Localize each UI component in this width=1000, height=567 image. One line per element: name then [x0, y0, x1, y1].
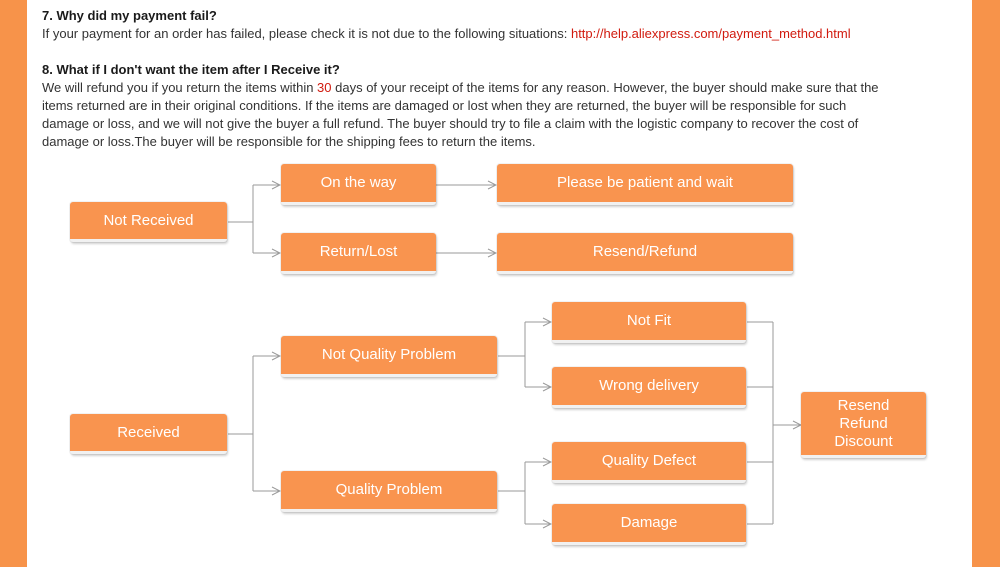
node-label: Resend/Refund — [592, 243, 698, 260]
node-label: Wrong delivery — [599, 377, 699, 394]
faq-q8-line: damage or loss.The buyer will be respons… — [42, 134, 536, 149]
node-label: Quality Defect — [601, 452, 697, 469]
node-label: Quality Problem — [335, 481, 443, 498]
faq-q8-line: damage or loss, and we will not give the… — [42, 116, 859, 131]
node-resend-refund: Resend/Refund — [497, 233, 793, 274]
faq-q7-title: 7. Why did my payment fail? — [42, 8, 217, 23]
node-label: Refund — [839, 414, 888, 432]
node-label: Damage — [620, 514, 678, 531]
faq-q8-line: items returned are in their original con… — [42, 98, 847, 113]
node-resend-refund-discount: Resend Refund Discount — [801, 392, 926, 458]
faq-q8-line: We will refund you if you return the ite… — [42, 79, 879, 97]
faq-q8-line1-post: days of your receipt of the items for an… — [331, 80, 879, 95]
node-damage: Damage — [552, 504, 746, 545]
node-wrong-delivery: Wrong delivery — [552, 367, 746, 408]
node-not-quality-problem: Not Quality Problem — [281, 336, 497, 377]
node-received: Received — [70, 414, 227, 454]
faq-q8-line1-pre: We will refund you if you return the ite… — [42, 80, 318, 95]
node-label: Please be patient and wait — [557, 174, 733, 191]
node-label: Resend — [837, 396, 890, 414]
node-label: Not Received — [103, 211, 194, 229]
content-panel — [27, 0, 972, 567]
node-label: Discount — [834, 432, 893, 450]
node-not-fit: Not Fit — [552, 302, 746, 343]
node-please-wait: Please be patient and wait — [497, 164, 793, 205]
refund-days: 30 — [317, 80, 332, 95]
faq-q8-answer: We will refund you if you return the ite… — [42, 79, 879, 151]
faq-q8-title: 8. What if I don't want the item after I… — [42, 62, 340, 77]
faq-q7-answer: If your payment for an order has failed,… — [42, 25, 851, 43]
node-return-lost: Return/Lost — [281, 233, 436, 274]
node-quality-problem: Quality Problem — [281, 471, 497, 512]
node-on-the-way: On the way — [281, 164, 436, 205]
node-label: Return/Lost — [319, 243, 398, 260]
faq-q7-text: If your payment for an order has failed,… — [42, 26, 571, 41]
payment-method-link[interactable]: http://help.aliexpress.com/payment_metho… — [570, 26, 851, 41]
node-quality-defect: Quality Defect — [552, 442, 746, 483]
node-label: Not Quality Problem — [321, 346, 457, 363]
node-label: On the way — [320, 174, 397, 191]
node-not-received: Not Received — [70, 202, 227, 242]
node-label: Received — [117, 423, 180, 441]
node-label: Not Fit — [626, 312, 672, 329]
